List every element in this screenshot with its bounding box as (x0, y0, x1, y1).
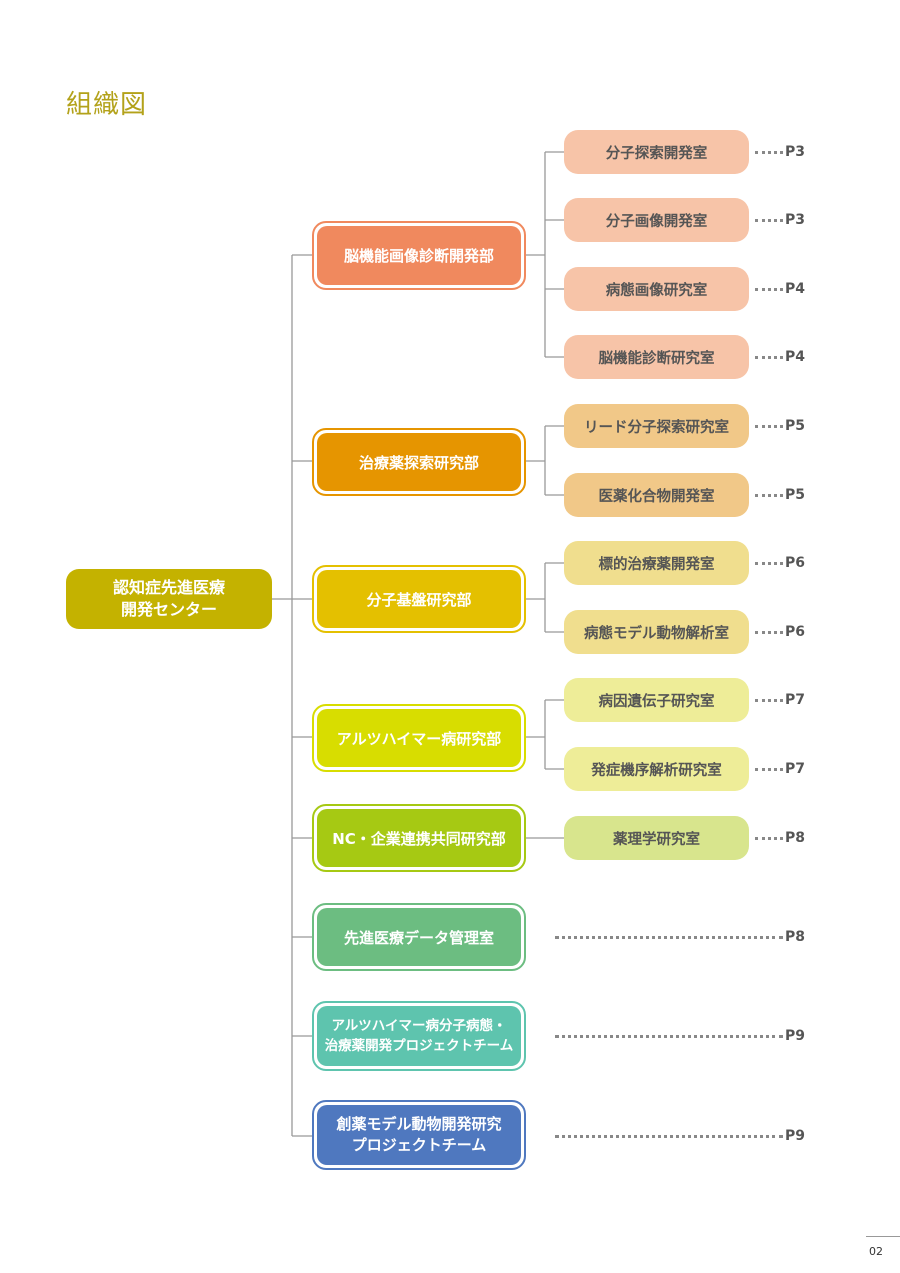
lab-name: 脳機能診断研究室 (598, 350, 715, 367)
lab-name: 分子画像開発室 (605, 213, 708, 230)
page-ref[interactable]: P5 (755, 416, 805, 436)
dept-drug-discovery[interactable]: 治療薬探索研究部 (312, 428, 526, 496)
dept-name: 脳機能画像診断開発部 (343, 247, 494, 265)
page-ref[interactable]: P8 (755, 828, 805, 848)
page-ref-label: P6 (784, 555, 805, 571)
dept-name-line1: アルツハイマー病分子病態・ (331, 1018, 507, 1034)
page-ref-label: P7 (784, 761, 805, 777)
dept-molecular-basis[interactable]: 分子基盤研究部 (312, 565, 526, 633)
page-ref-label: P9 (784, 1028, 805, 1044)
page-ref[interactable]: P7 (755, 759, 805, 779)
dept-data-management[interactable]: 先進医療データ管理室 (312, 903, 526, 971)
page-ref[interactable]: P4 (755, 279, 805, 299)
dept-name-line2: プロジェクトチーム (351, 1136, 487, 1154)
lab-box[interactable]: 分子探索開発室 (564, 130, 749, 174)
page-ref-label: P9 (784, 1128, 805, 1144)
page-ref[interactable]: P8 (555, 927, 805, 947)
page-ref[interactable]: P9 (555, 1126, 805, 1146)
page-ref-label: P3 (784, 144, 805, 160)
lab-name: 病態モデル動物解析室 (584, 625, 729, 642)
lab-name: 医薬化合物開発室 (598, 488, 715, 505)
page-ref-label: P5 (784, 487, 805, 503)
lab-box[interactable]: 脳機能診断研究室 (564, 335, 749, 379)
dept-name-line1: 創薬モデル動物開発研究 (336, 1115, 502, 1133)
page-ref[interactable]: P6 (755, 553, 805, 573)
lab-box[interactable]: リード分子探索研究室 (564, 404, 749, 448)
page-ref[interactable]: P9 (555, 1026, 805, 1046)
page-title: 組織図 (66, 90, 148, 120)
lab-box[interactable]: 病因遺伝子研究室 (564, 678, 749, 722)
center-name-line1: 認知症先進医療 (112, 578, 225, 597)
center-box[interactable]: 認知症先進医療開発センター (66, 569, 272, 629)
dept-alzheimer[interactable]: アルツハイマー病研究部 (312, 704, 526, 772)
page-ref[interactable]: P6 (755, 622, 805, 642)
lab-name: 発症機序解析研究室 (591, 762, 722, 779)
lab-box[interactable]: 発症機序解析研究室 (564, 747, 749, 791)
page-ref-label: P7 (784, 692, 805, 708)
lab-name: 病態画像研究室 (605, 282, 708, 299)
page-number-rule (866, 1236, 900, 1237)
page-number: 02 (869, 1245, 883, 1258)
dept-name: アルツハイマー病研究部 (336, 729, 502, 748)
page-ref-label: P5 (784, 418, 805, 434)
dept-nc-collab[interactable]: NC・企業連携共同研究部 (312, 804, 526, 872)
lab-name: リード分子探索研究室 (584, 419, 729, 436)
page-ref-label: P3 (784, 212, 805, 228)
page-ref-label: P4 (784, 349, 805, 365)
dept-name: 治療薬探索研究部 (358, 453, 479, 472)
page-ref-label: P6 (784, 624, 805, 640)
dept-name: 先進医療データ管理室 (343, 928, 494, 947)
center-name-line2: 開発センター (120, 600, 217, 619)
lab-box[interactable]: 病態モデル動物解析室 (564, 610, 749, 654)
page-ref[interactable]: P3 (755, 142, 805, 162)
dept-brain-imaging[interactable]: 脳機能画像診断開発部 (312, 221, 526, 290)
lab-name: 病因遺伝子研究室 (598, 693, 715, 710)
lab-name: 標的治療薬開発室 (598, 556, 715, 573)
page-ref-label: P4 (784, 281, 805, 297)
lab-box[interactable]: 薬理学研究室 (564, 816, 749, 860)
lab-box[interactable]: 分子画像開発室 (564, 198, 749, 242)
page-ref[interactable]: P7 (755, 690, 805, 710)
lab-name: 分子探索開発室 (605, 145, 708, 162)
dept-name: 分子基盤研究部 (366, 590, 472, 609)
lab-box[interactable]: 医薬化合物開発室 (564, 473, 749, 517)
dept-animal-model-team[interactable]: 創薬モデル動物開発研究プロジェクトチーム (312, 1100, 526, 1170)
page-ref-label: P8 (784, 830, 805, 846)
lab-box[interactable]: 標的治療薬開発室 (564, 541, 749, 585)
page-ref[interactable]: P5 (755, 485, 805, 505)
lab-name: 薬理学研究室 (613, 831, 700, 848)
dept-ad-project-team[interactable]: アルツハイマー病分子病態・治療薬開発プロジェクトチーム (312, 1001, 526, 1071)
dept-name: NC・企業連携共同研究部 (332, 829, 506, 848)
page-ref[interactable]: P4 (755, 347, 805, 367)
page-ref[interactable]: P3 (755, 210, 805, 230)
page-ref-label: P8 (784, 929, 805, 945)
lab-box[interactable]: 病態画像研究室 (564, 267, 749, 311)
dept-name-line2: 治療薬開発プロジェクトチーム (324, 1038, 514, 1054)
